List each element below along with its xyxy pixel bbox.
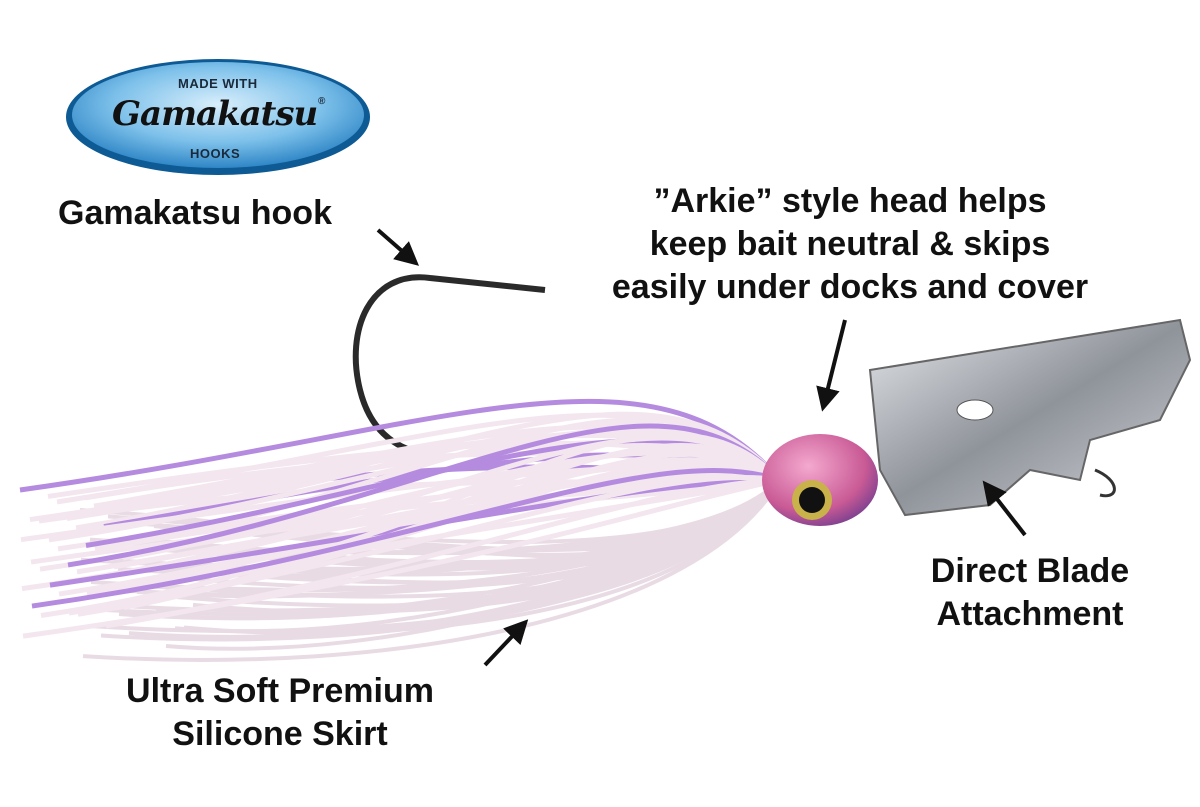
skirt-strand (67, 423, 782, 568)
callout-skirt: Ultra Soft Premium Silicone Skirt (80, 670, 480, 756)
lure-head (762, 434, 878, 526)
callout-skirt-line: Ultra Soft Premium (126, 672, 434, 710)
logo-brand: Gamakatsu (112, 94, 318, 134)
skirt-strand (68, 475, 781, 616)
callout-blade-line: Attachment (936, 595, 1124, 633)
logo-hooks: HOOKS (190, 146, 241, 161)
skirt-strand (31, 468, 781, 609)
callout-skirt-line: Silicone Skirt (172, 715, 388, 753)
skirt-strand (22, 477, 781, 639)
callout-head-line: easily under docks and cover (611, 268, 1089, 306)
gamakatsu-logo (66, 59, 370, 175)
callout-head: ”Arkie” style head helps keep bait neutr… (560, 180, 1140, 309)
skirt-strand (19, 398, 782, 493)
callout-arrows (376, 228, 1027, 667)
silicone-skirt (19, 398, 782, 662)
skirt-strand (49, 477, 781, 588)
blade (868, 318, 1192, 517)
skirt-strand (165, 478, 782, 651)
hook (352, 274, 546, 458)
callout-blade: Direct Blade Attachment (900, 550, 1160, 636)
callout-hook: Gamakatsu hook (58, 194, 332, 232)
callout-head-line: ”Arkie” style head helps (653, 182, 1047, 220)
callout-head-line: keep bait neutral & skips (649, 225, 1051, 263)
logo-made-with: MADE WITH (178, 76, 258, 91)
callout-blade-line: Direct Blade (930, 552, 1130, 590)
skirt-strand (40, 443, 782, 618)
logo-registered: ® (318, 96, 326, 107)
